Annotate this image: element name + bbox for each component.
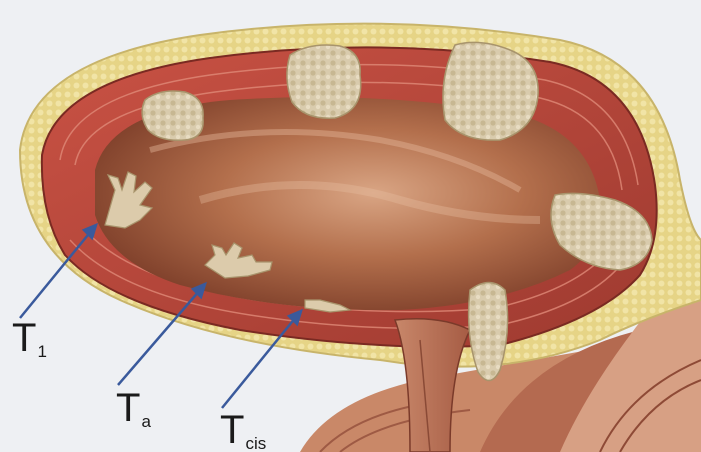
label-t1-main: T bbox=[12, 316, 36, 360]
label-ta-sub: a bbox=[141, 412, 150, 431]
label-t1-sub: 1 bbox=[37, 342, 46, 361]
label-tcis-sub: cis bbox=[245, 434, 266, 452]
label-tcis: Tcis bbox=[220, 410, 266, 450]
label-ta: Ta bbox=[116, 388, 151, 428]
label-tcis-main: T bbox=[220, 408, 244, 452]
label-t1: T1 bbox=[12, 318, 47, 358]
label-ta-main: T bbox=[116, 386, 140, 430]
